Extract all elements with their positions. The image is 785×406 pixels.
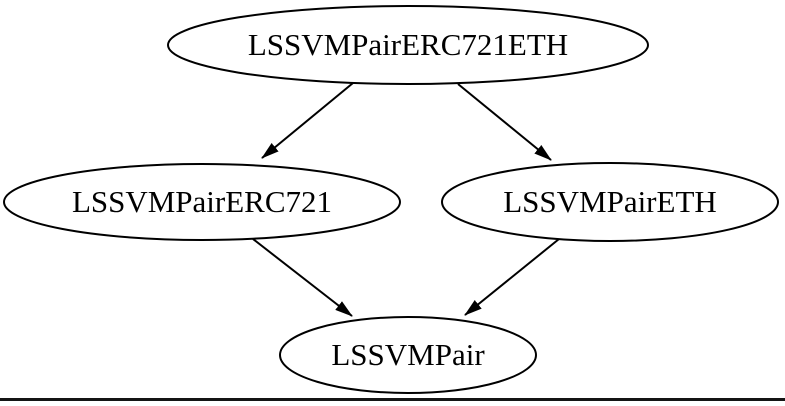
node-label-LSSVMPairETH: LSSVMPairETH — [503, 184, 717, 219]
footer-rule — [0, 398, 785, 401]
node-label-LSSVMPair: LSSVMPair — [331, 337, 485, 372]
edge-LSSVMPairETH-to-LSSVMPair — [464, 238, 560, 316]
node-label-LSSVMPairERC721: LSSVMPairERC721 — [72, 184, 332, 219]
edge-LSSVMPairERC721-to-LSSVMPair — [252, 238, 353, 317]
edge-LSSVMPairERC721ETH-to-LSSVMPairETH — [457, 83, 552, 161]
node-LSSVMPairERC721ETH: LSSVMPairERC721ETH — [167, 5, 649, 85]
edges-layer — [252, 82, 560, 317]
node-LSSVMPair: LSSVMPair — [279, 316, 537, 394]
edge-LSSVMPairERC721ETH-to-LSSVMPairERC721 — [261, 82, 354, 159]
node-ellipse-LSSVMPairETH — [441, 162, 779, 242]
node-LSSVMPairETH: LSSVMPairETH — [441, 162, 779, 242]
node-ellipse-LSSVMPair — [279, 316, 537, 394]
node-LSSVMPairERC721: LSSVMPairERC721 — [3, 163, 401, 241]
node-ellipse-LSSVMPairERC721ETH — [167, 5, 649, 85]
node-ellipse-LSSVMPairERC721 — [3, 163, 401, 241]
node-label-LSSVMPairERC721ETH: LSSVMPairERC721ETH — [248, 27, 568, 62]
